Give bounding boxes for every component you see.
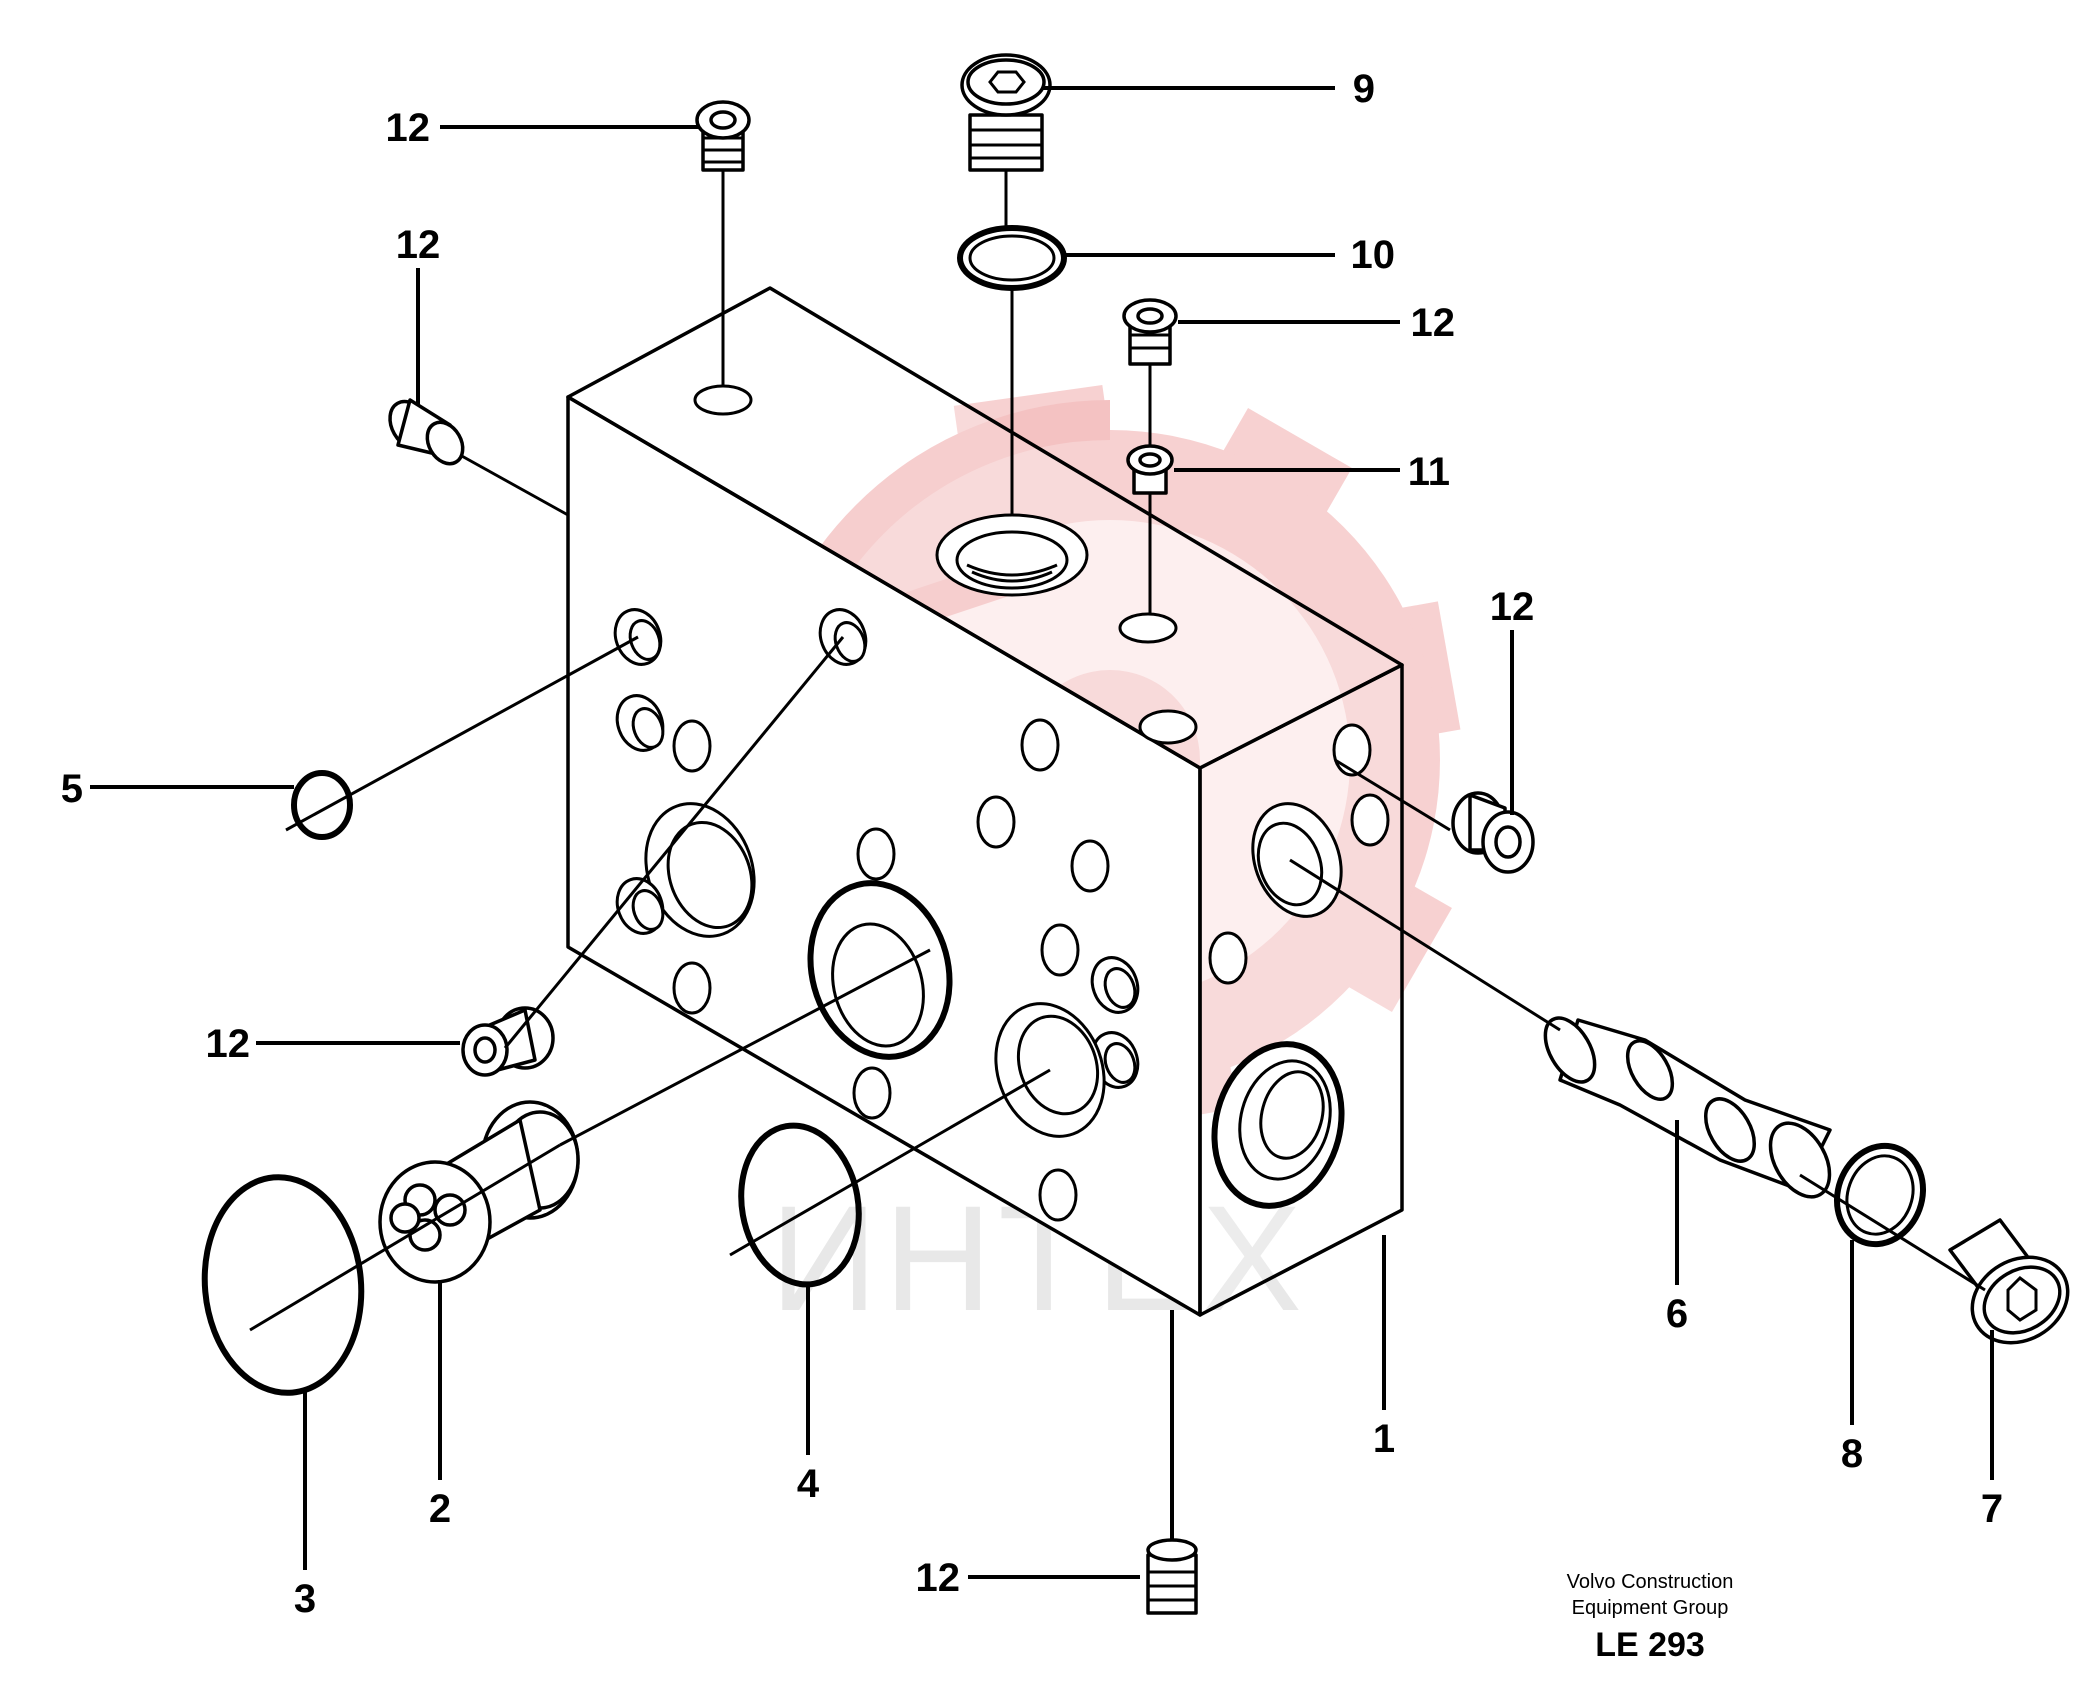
callout-5: 5 xyxy=(61,767,83,811)
o-ring-4 xyxy=(738,1122,862,1288)
spool-6 xyxy=(1543,1016,1832,1199)
valve-block xyxy=(566,286,1404,1317)
plug-12-bottom xyxy=(1146,1538,1198,1615)
footer-company-line1: Volvo Construction xyxy=(1567,1571,1734,1593)
footer-drawing-code: LE 293 xyxy=(1595,1626,1705,1664)
callout-1: 1 xyxy=(1373,1417,1395,1461)
callout-9: 9 xyxy=(1353,67,1375,111)
callout-4: 4 xyxy=(797,1462,820,1506)
callout-12-bottom-left: 12 xyxy=(206,1022,251,1066)
callout-10: 10 xyxy=(1351,233,1396,277)
callout-12-mid-right: 12 xyxy=(1411,301,1456,345)
o-ring-3 xyxy=(201,1174,365,1396)
plug-12-left xyxy=(388,398,465,466)
o-ring-5 xyxy=(291,770,353,840)
callout-11: 11 xyxy=(1408,450,1450,494)
plug-12-top-left xyxy=(695,100,751,172)
callout-12-left: 12 xyxy=(396,223,441,267)
leader-lines xyxy=(90,86,1994,1579)
plug-12-mid-right xyxy=(1122,298,1178,366)
footer-company-line2: Equipment Group xyxy=(1572,1597,1729,1619)
plug-11 xyxy=(1126,444,1174,495)
plug-12-bottom-left xyxy=(461,1006,555,1077)
callout-6: 6 xyxy=(1666,1292,1688,1336)
callout-2: 2 xyxy=(429,1487,451,1531)
plug-7 xyxy=(1948,1218,2070,1345)
callout-12-top-left: 12 xyxy=(386,106,431,150)
callout-8: 8 xyxy=(1841,1432,1863,1476)
callout-12-right: 12 xyxy=(1490,585,1535,629)
o-ring-8 xyxy=(1833,1142,1927,1248)
plug-12-right xyxy=(1451,791,1535,874)
callout-7: 7 xyxy=(1981,1487,2003,1531)
callout-3: 3 xyxy=(294,1577,316,1621)
plug-9 xyxy=(960,53,1052,172)
callout-12-bottom: 12 xyxy=(916,1556,961,1600)
